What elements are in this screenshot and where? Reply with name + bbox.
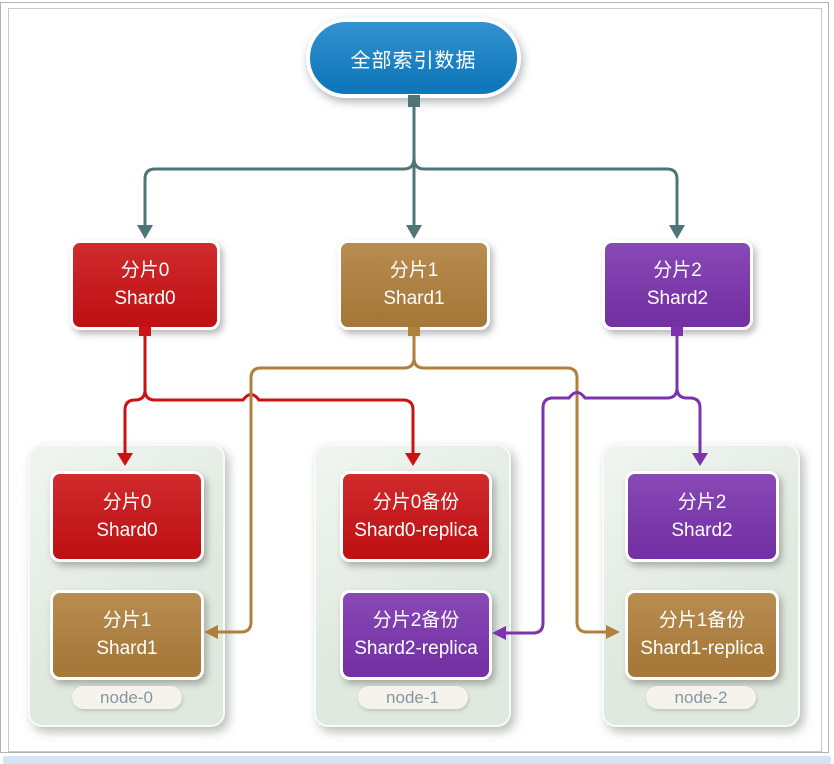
node1-box-shard2-replica-en: Shard2-replica [354,638,478,659]
shard2-label-en: Shard2 [646,288,709,309]
window-bottom-accent [3,756,831,764]
node1-box-shard0-replica-en: Shard0-replica [354,519,478,541]
shard0-label-en: Shard0 [114,288,176,309]
node1-box-shard0-replica: 分片0备份 Shard0-replica [340,471,492,562]
node0-box-shard0-zh: 分片0 [102,491,152,513]
node2-label: node-2 [646,686,756,709]
shard1-label-zh: 分片1 [389,260,439,281]
shard2-box: 分片2 Shard2 [602,240,753,330]
shard2-label-zh: 分片2 [653,260,702,281]
window-frame-outer [0,2,829,753]
node0-box-shard1: 分片1 Shard1 [50,590,204,680]
root-node-all-index-data: 全部索引数据 [306,18,521,98]
window-frame-inner [8,8,822,752]
node0-box-shard1-zh: 分片1 [102,610,152,631]
node2-box-shard1-replica-zh: 分片1备份 [658,610,746,631]
node1-container: 分片0备份 Shard0-replica 分片2备份 Shard2-replic… [314,444,511,727]
node0-box-shard0-en: Shard0 [96,519,158,541]
node2-box-shard1-replica-en: Shard1-replica [640,638,764,659]
node2-container: 分片2 Shard2 分片1备份 Shard1-replica node-2 [602,444,800,727]
node0-label: node-0 [71,686,182,709]
node1-box-shard0-replica-zh: 分片0备份 [372,491,460,513]
node0-container: 分片0 Shard0 分片1 Shard1 node-0 [28,444,225,727]
root-node-label: 全部索引数据 [350,49,477,72]
shard1-box: 分片1 Shard1 [338,240,490,330]
node1-box-shard2-replica-zh: 分片2备份 [372,610,460,631]
node0-box-shard1-en: Shard1 [96,638,158,659]
node1-label: node-1 [357,686,468,709]
node1-box-shard2-replica: 分片2备份 Shard2-replica [340,590,492,680]
node0-box-shard0: 分片0 Shard0 [50,471,204,562]
node2-box-shard2-zh: 分片2 [677,491,727,513]
node2-box-shard2-en: Shard2 [671,519,733,541]
shard0-label-zh: 分片0 [120,260,170,281]
shard1-label-en: Shard1 [383,288,445,309]
shard0-box: 分片0 Shard0 [70,240,220,330]
node2-box-shard2: 分片2 Shard2 [625,471,779,562]
node2-box-shard1-replica: 分片1备份 Shard1-replica [625,590,779,680]
